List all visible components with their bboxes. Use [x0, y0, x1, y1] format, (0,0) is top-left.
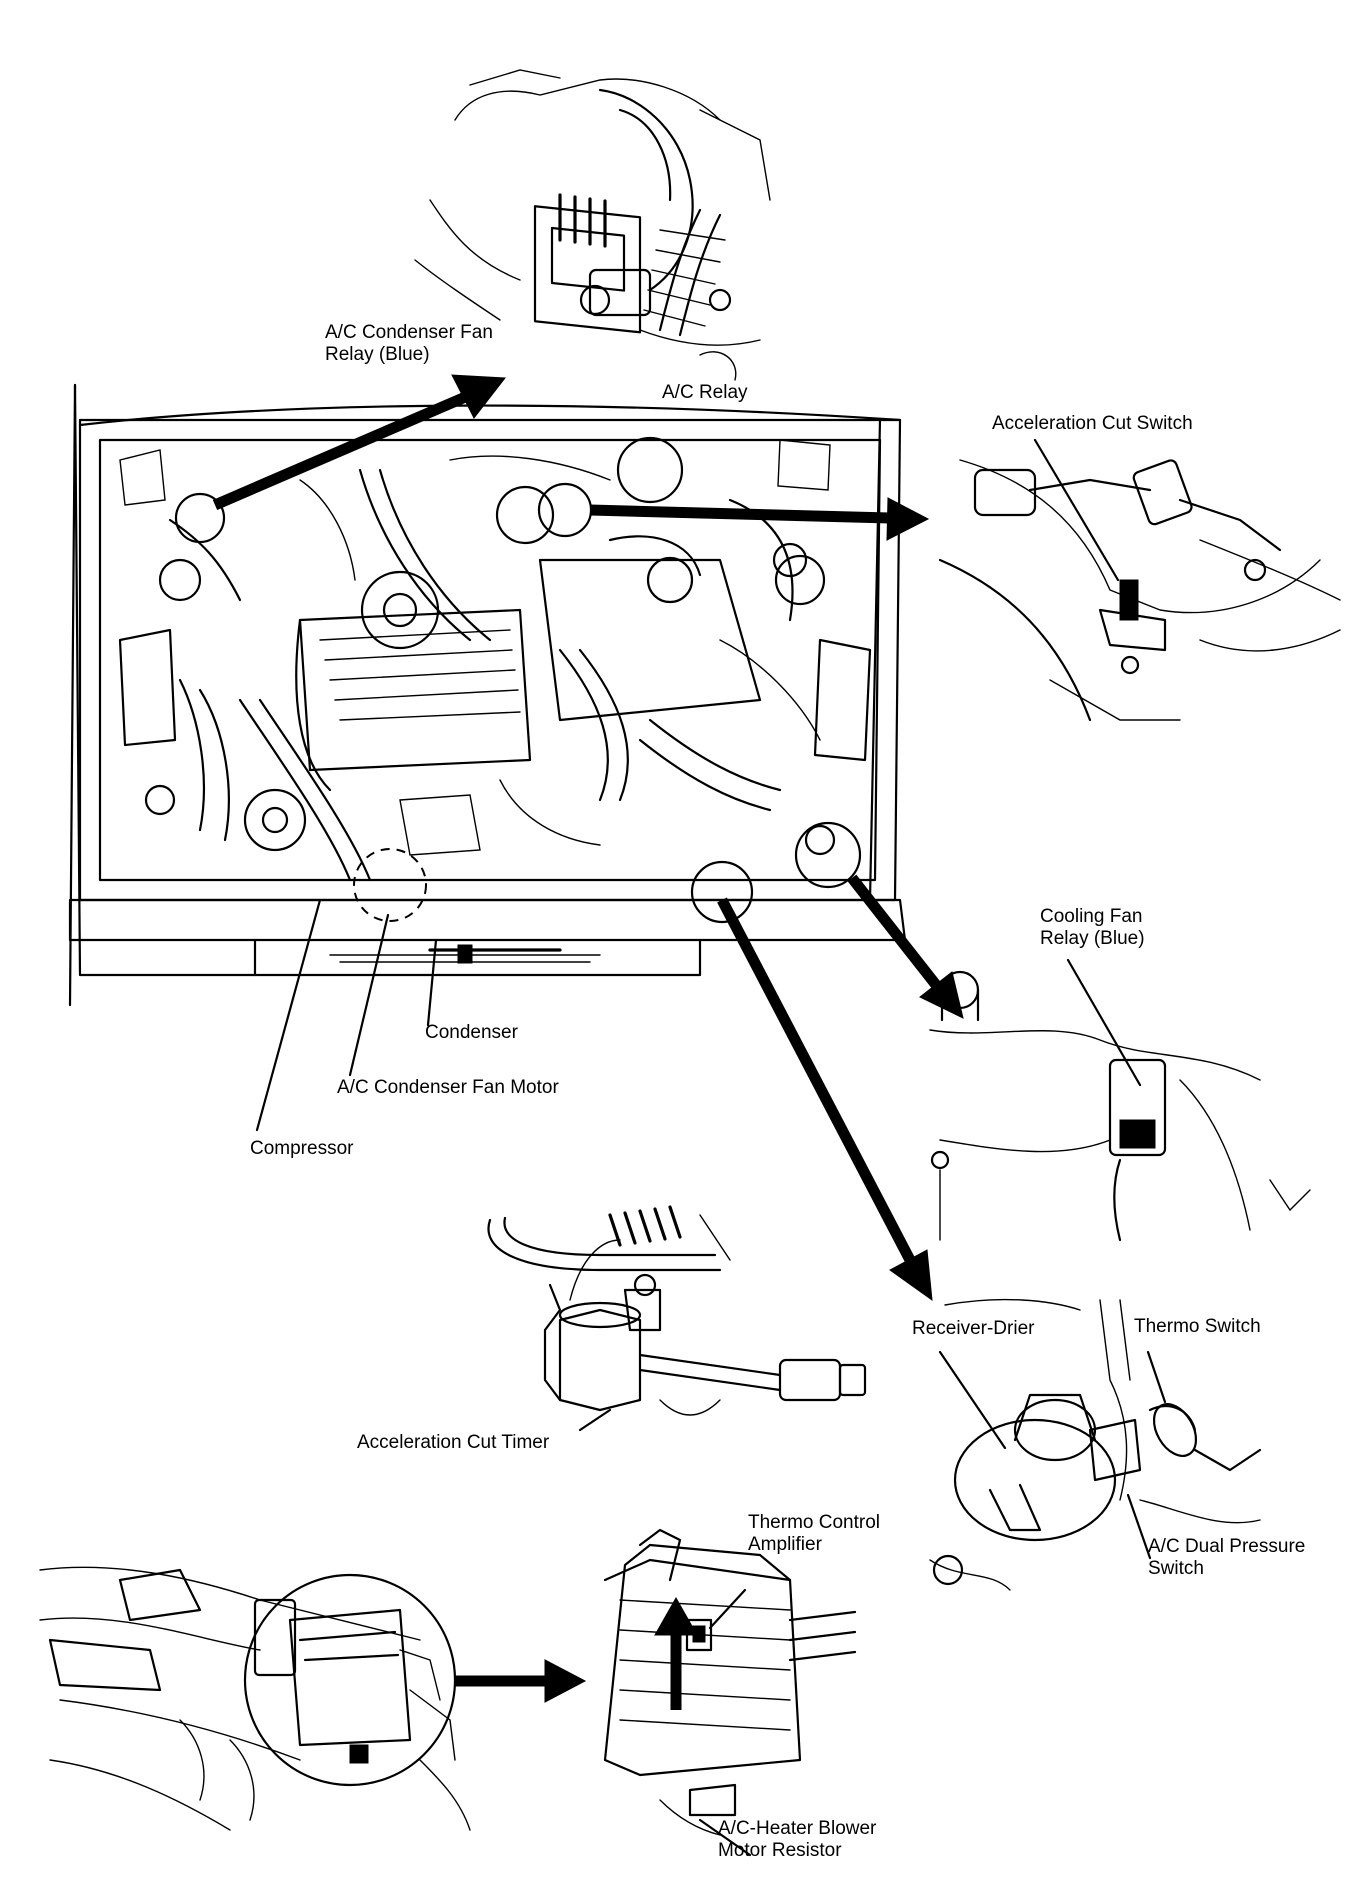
heater-unit-inset-illustration	[603, 1528, 857, 1857]
cooling-fan-inset-illustration	[929, 958, 1311, 1242]
label-condenser: Condenser	[425, 1022, 518, 1043]
bay-leader-lines	[255, 898, 438, 1132]
label-line: Motor Resistor	[718, 1840, 842, 1861]
accel-timer-inset-illustration	[487, 1205, 867, 1432]
label-line: Relay (Blue)	[1040, 928, 1145, 949]
label-receiver-drier: Receiver-Drier	[912, 1318, 1035, 1339]
label-line: A/C-Heater Blower	[718, 1818, 877, 1839]
label-thermo-switch: Thermo Switch	[1134, 1316, 1261, 1337]
label-ac-relay: A/C Relay	[662, 382, 748, 403]
label-line: A/C Dual Pressure	[1148, 1536, 1306, 1557]
accel-switch-inset-illustration	[938, 438, 1341, 722]
label-line: Relay (Blue)	[325, 344, 430, 365]
callout-arrows	[212, 374, 964, 1710]
label-line: A/C Condenser Fan	[325, 322, 493, 343]
label-compressor: Compressor	[250, 1138, 354, 1159]
label-acceleration-cut-timer: Acceleration Cut Timer	[357, 1432, 550, 1453]
label-line: Switch	[1148, 1558, 1204, 1579]
label-line: Thermo Control	[748, 1512, 880, 1533]
label-line: Amplifier	[748, 1534, 822, 1555]
label-ac-condenser-fan-motor: A/C Condenser Fan Motor	[337, 1077, 559, 1098]
dashboard-inset-illustration	[39, 1566, 471, 1831]
relay-inset-illustration	[414, 69, 771, 381]
engine-bay-illustration	[68, 383, 907, 1007]
receiver-drier-inset-illustration	[929, 1298, 1262, 1591]
label-acceleration-cut-switch: Acceleration Cut Switch	[992, 413, 1193, 434]
label-line: Cooling Fan	[1040, 906, 1143, 927]
